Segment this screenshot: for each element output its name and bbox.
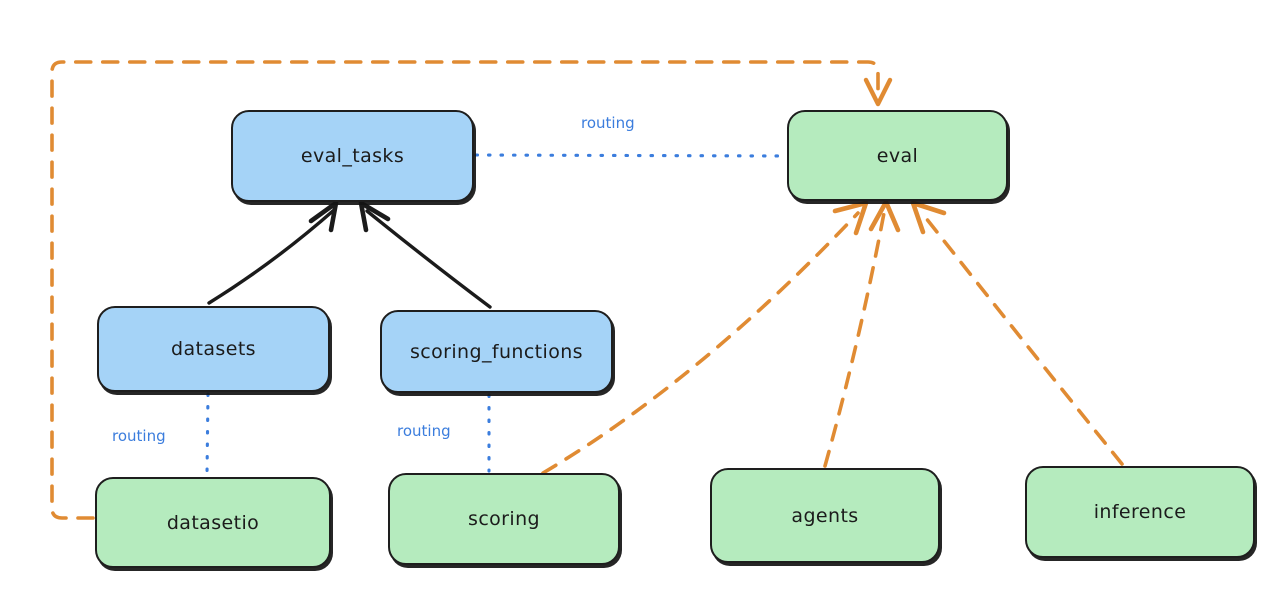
edge-scoring-eval[interactable]	[541, 211, 860, 475]
node-label-agents: agents	[791, 504, 859, 527]
node-label-eval_tasks: eval_tasks	[300, 145, 405, 167]
arrowhead-scoring_functions-eval_tasks	[358, 200, 391, 233]
node-label-eval: eval	[876, 144, 919, 167]
composition-edges	[207, 200, 492, 309]
edge-datasetio-eval[interactable]	[50, 60, 880, 520]
edge-label-routing-datasetio: routing	[112, 427, 166, 445]
edge-agents-eval[interactable]	[823, 211, 886, 468]
node-scoring[interactable]: scoring	[388, 473, 620, 565]
arrowhead-datasetio-eval	[863, 77, 893, 107]
node-eval_tasks[interactable]: eval_tasks	[231, 110, 474, 202]
node-inference[interactable]: inference	[1025, 466, 1255, 558]
arrowhead-agents-eval	[868, 199, 901, 233]
arrowhead-inference-eval	[910, 200, 947, 235]
node-datasets[interactable]: datasets	[97, 306, 330, 392]
arrowhead-scoring-eval	[832, 200, 869, 236]
edge-label-routing-eval: routing	[581, 114, 635, 132]
arrowhead-datasets-eval_tasks	[308, 200, 339, 233]
node-label-inference: inference	[1093, 501, 1187, 523]
edge-datasets-eval_tasks[interactable]	[207, 208, 336, 305]
edge-datasets-datasetio[interactable]	[205, 392, 210, 476]
routing-edges	[205, 153, 787, 476]
node-label-datasets: datasets	[171, 338, 256, 360]
edge-label-routing-scoring: routing	[397, 422, 451, 440]
node-scoring_functions[interactable]: scoring_functions	[380, 310, 613, 393]
node-label-datasetio: datasetio	[166, 511, 260, 534]
node-label-scoring: scoring	[468, 508, 540, 530]
node-agents[interactable]: agents	[710, 468, 940, 563]
edge-inference-eval[interactable]	[920, 211, 1124, 466]
dependency-edges	[50, 60, 1124, 520]
edge-eval_tasks-eval[interactable]	[474, 153, 787, 158]
node-datasetio[interactable]: datasetio	[95, 477, 331, 568]
node-label-scoring_functions: scoring_functions	[410, 340, 583, 363]
edge-scoring_functions-eval_tasks[interactable]	[365, 209, 492, 309]
node-eval[interactable]: eval	[787, 110, 1008, 201]
